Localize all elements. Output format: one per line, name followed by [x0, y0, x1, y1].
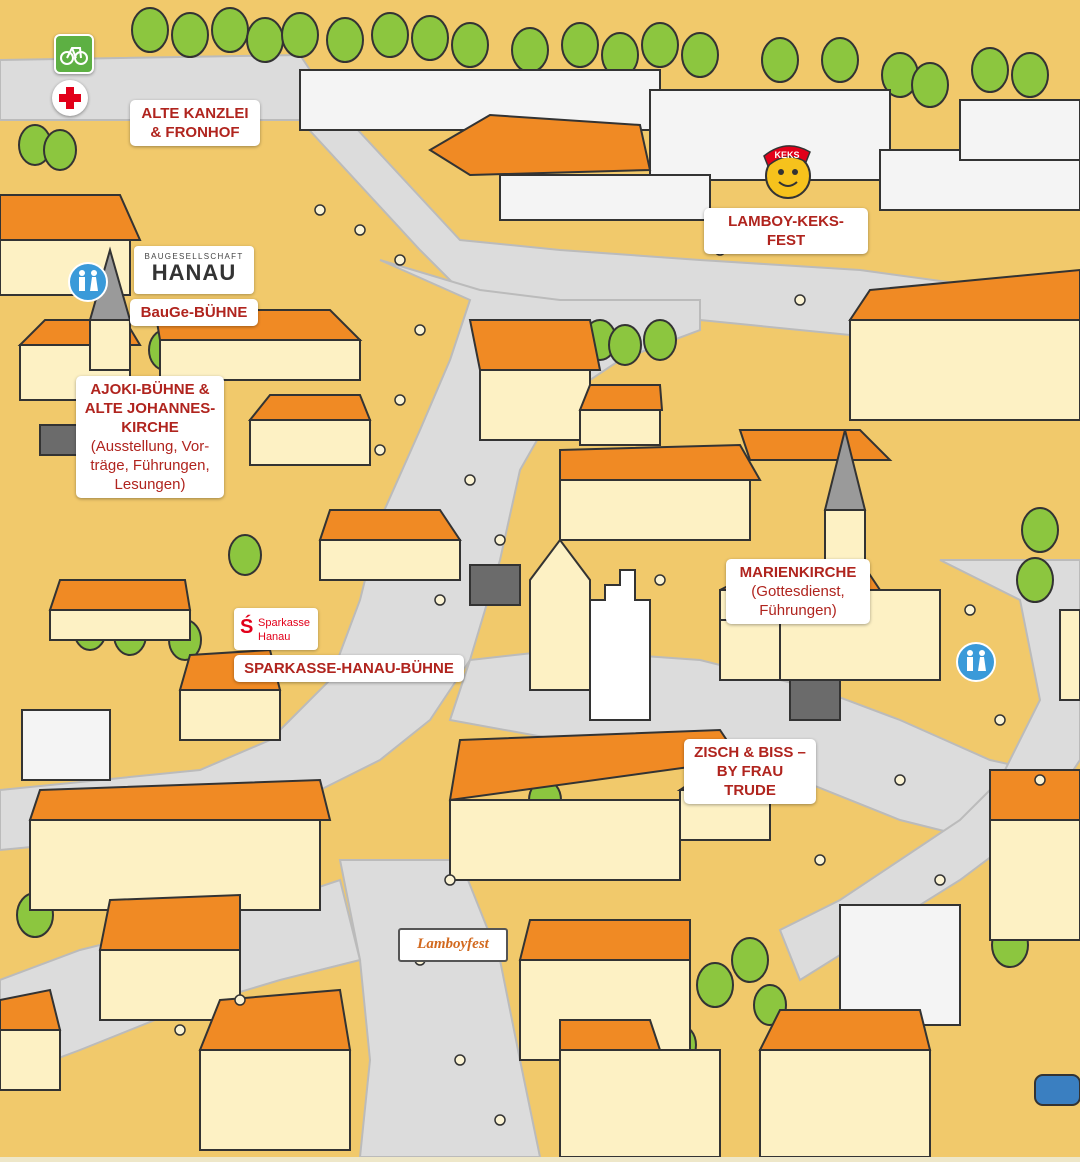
label-line: KIRCHE — [121, 419, 179, 436]
label-line: LAMBOY-KEKS-FEST — [728, 213, 844, 249]
logo-text-small: BAUGESELLSCHAFT — [144, 252, 244, 261]
label-line: ALTE KANZLEI — [141, 105, 249, 122]
label-marienkirche: MARIENKIRCHE (Gottesdienst, Führungen) — [726, 559, 870, 624]
label-bauge-buehne: BauGe-BÜHNE — [130, 299, 258, 326]
car — [1034, 1074, 1080, 1106]
label-line: MARIENKIRCHE — [739, 564, 857, 581]
label-ajoki-buehne: AJOKI-BÜHNE & ALTE JOHANNES- KIRCHE (Aus… — [76, 376, 224, 498]
sparkasse-logo: Ś Sparkasse Hanau — [234, 608, 318, 650]
toilet-icon — [956, 642, 996, 682]
label-subline: Führungen) — [759, 602, 837, 619]
label-line: ALTE JOHANNES- — [84, 400, 216, 417]
baugesellschaft-hanau-logo: BAUGESELLSCHAFT HANAU — [134, 246, 254, 294]
sparkasse-s-icon: Ś — [240, 616, 254, 638]
keks-mascot-logo: KEKS — [763, 145, 811, 199]
label-subline: Lesungen) — [114, 476, 186, 493]
label-line: & FRONHOF — [150, 124, 240, 141]
label-lamboy-keks-fest: LAMBOY-KEKS-FEST — [704, 208, 868, 254]
label-sparkasse-hanau-buehne: SPARKASSE-HANAU-BÜHNE — [234, 655, 464, 682]
label-line: ZISCH & BISS – — [694, 744, 806, 761]
bicycle-parking-icon — [54, 34, 94, 74]
sparkasse-logo-line2: Hanau — [258, 631, 291, 643]
label-alte-kanzlei: ALTE KANZLEI & FRONHOF — [130, 100, 260, 146]
label-line: BY FRAU TRUDE — [716, 763, 784, 799]
label-subline: träge, Führungen, — [90, 457, 210, 474]
toilet-icon — [68, 262, 108, 302]
first-aid-icon — [52, 80, 88, 116]
label-line: SPARKASSE-HANAU-BÜHNE — [244, 660, 454, 677]
label-line: BauGe-BÜHNE — [140, 304, 248, 321]
sparkasse-logo-line1: Sparkasse — [258, 617, 310, 629]
label-line: AJOKI-BÜHNE & — [90, 381, 210, 398]
stages — [39, 424, 841, 721]
label-subline: (Gottesdienst, — [751, 583, 845, 600]
keks-logo-text: KEKS — [774, 150, 799, 160]
lamboyfest-banner: Lamboyfest — [398, 928, 508, 962]
label-zisch-biss: ZISCH & BISS – BY FRAU TRUDE — [684, 739, 816, 804]
label-subline: (Ausstellung, Vor- — [90, 438, 210, 455]
logo-text-big: HANAU — [151, 260, 237, 285]
